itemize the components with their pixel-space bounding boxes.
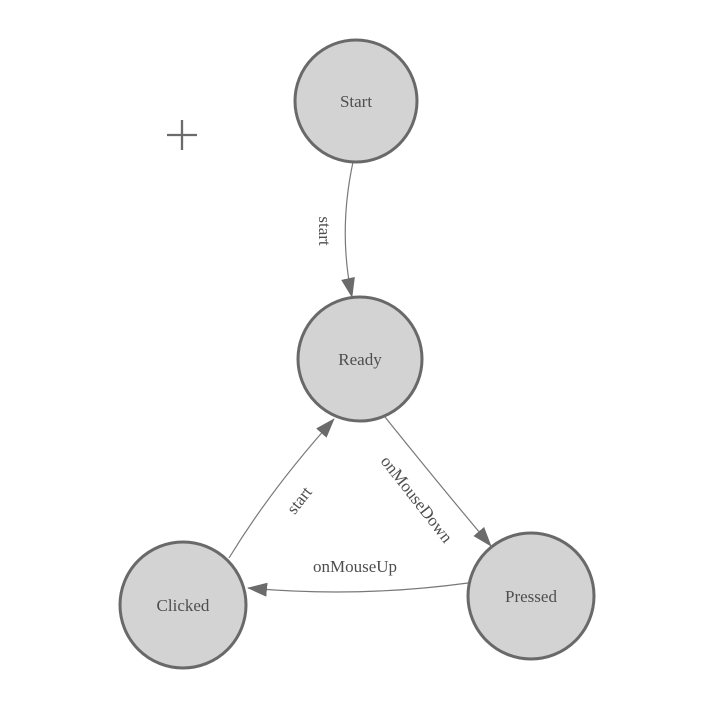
node-clicked: Clicked [118,540,248,670]
edge-clicked-to-ready[interactable] [228,418,335,559]
node-ready-circle[interactable] [296,295,424,423]
edge-group-pressed-to-clicked: onMouseUp [247,557,469,597]
edge-group-ready-to-pressed: onMouseDown [377,416,492,547]
edge-start-to-ready[interactable] [341,161,355,298]
node-start-circle[interactable] [293,38,419,164]
crosshair-plus-icon [167,120,197,150]
node-start-label: Start [340,92,372,111]
node-clicked-circle[interactable] [118,540,248,670]
edge-group-start-to-ready: start [315,161,355,298]
edge-group-clicked-to-ready: start [228,418,335,559]
node-start: Start [293,38,419,164]
node-pressed-circle[interactable] [466,531,596,661]
node-ready-label: Ready [338,350,382,369]
edge-label-clicked-to-ready: start [283,483,316,518]
edge-pressed-to-clicked[interactable] [247,582,469,597]
edge-label-start-to-ready: start [315,216,334,246]
edge-label-pressed-to-clicked: onMouseUp [313,557,397,576]
node-clicked-label: Clicked [157,596,210,615]
node-ready: Ready [296,295,424,423]
node-pressed-label: Pressed [505,587,557,606]
edge-label-ready-to-pressed: onMouseDown [377,452,457,547]
edge-ready-to-pressed[interactable] [384,416,492,547]
node-pressed: Pressed [466,531,596,661]
